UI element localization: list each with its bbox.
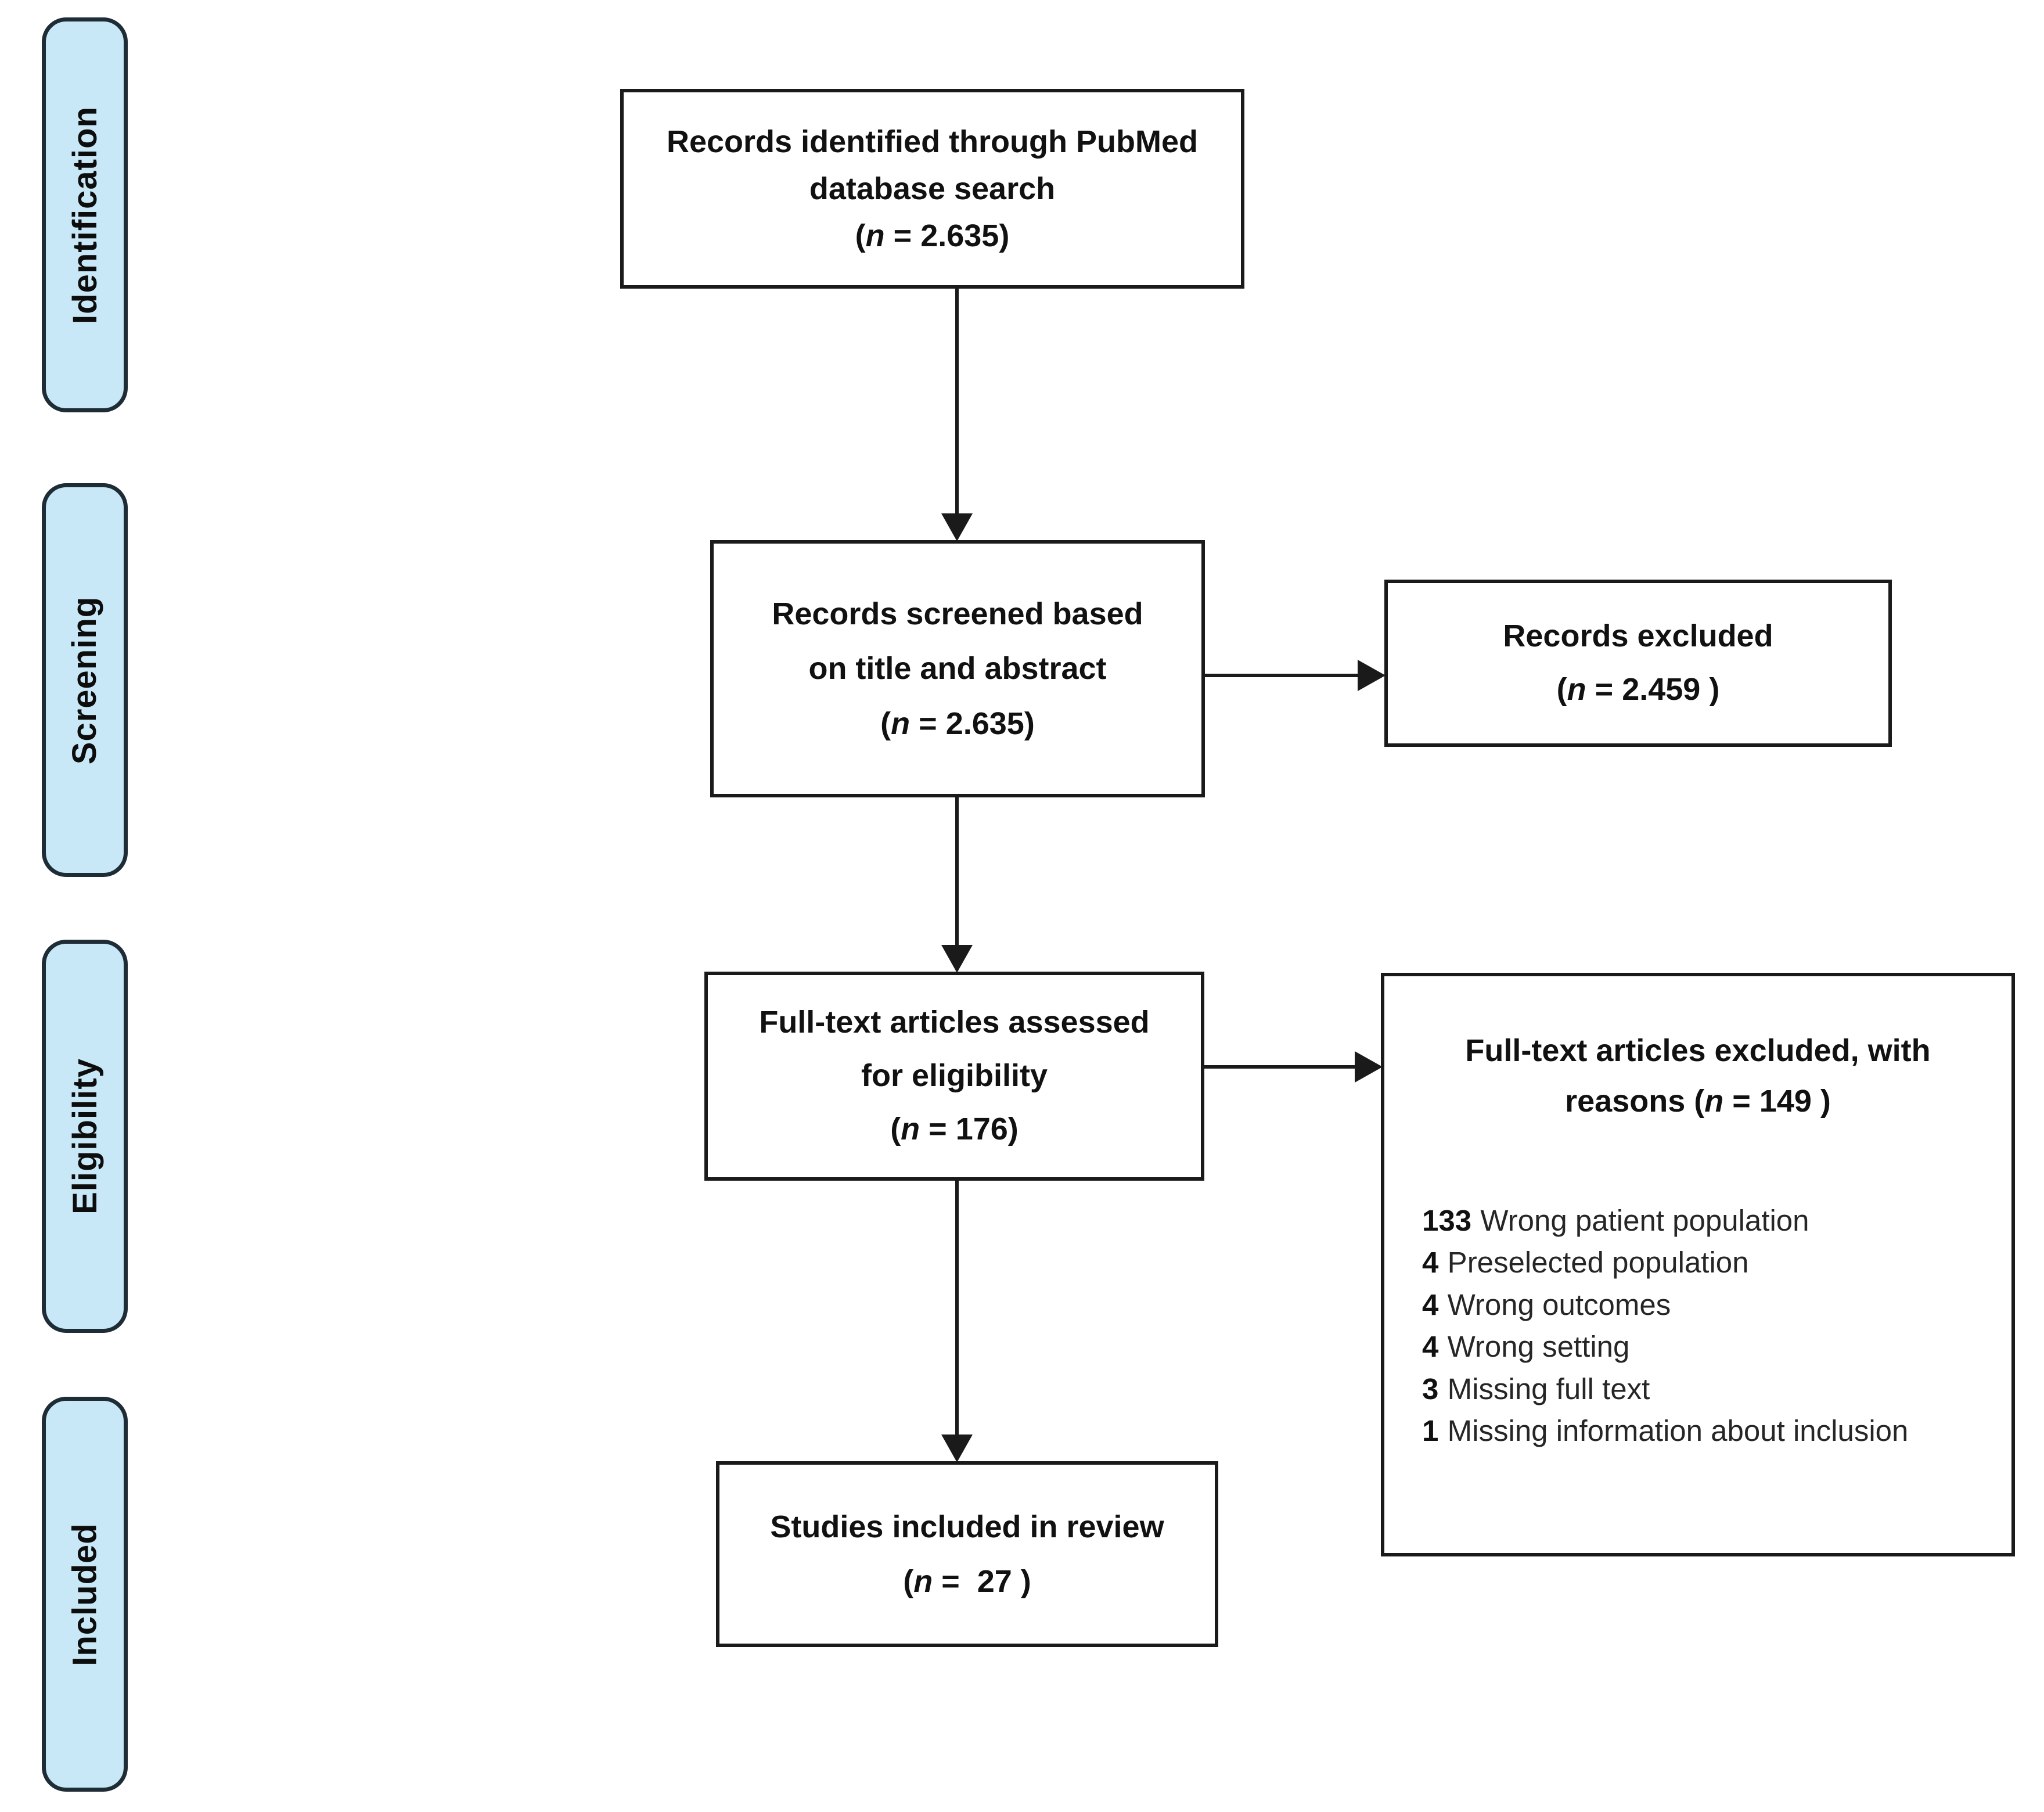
studies-included-count: (n = 27 ) [903,1564,1031,1599]
records-excluded-line1: Records excluded [1503,619,1773,654]
arrowhead-down-icon [941,945,973,973]
connector-screened-to-assessed [955,797,959,947]
stage-eligibility-label: Eligibility [66,1058,104,1214]
records-identified-box: Records identified through PubMed databa… [620,89,1244,289]
stage-included: Included [42,1397,128,1792]
studies-included-line1: Studies included in review [770,1509,1164,1544]
fulltext-excluded-header-line2: reasons (n = 149 ) [1565,1084,1831,1119]
records-screened-line1: Records screened based [772,596,1143,631]
stage-identification-label: Identification [66,106,104,324]
connector-screened-to-excluded [1205,674,1358,677]
fulltext-assessed-box: Full-text articles assessed for eligibil… [704,972,1204,1181]
records-screened-box: Records screened based on title and abst… [710,540,1205,797]
stage-identification: Identification [42,17,128,412]
records-screened-count: (n = 2.635) [880,706,1035,741]
arrowhead-right-icon [1355,1051,1383,1083]
connector-assessed-to-fulltext-excluded [1204,1065,1355,1069]
records-excluded-box: Records excluded (n = 2.459 ) [1384,580,1892,747]
arrowhead-down-icon [941,1435,973,1462]
fulltext-excluded-header-line1: Full-text articles excluded, with [1465,1033,1931,1068]
fulltext-assessed-line1: Full-text articles assessed [759,1005,1150,1040]
records-excluded-count: (n = 2.459 ) [1556,672,1720,707]
connector-identified-to-screened [955,289,959,515]
fulltext-assessed-count: (n = 176) [890,1111,1019,1146]
fulltext-excluded-box: Full-text articles excluded, with reason… [1381,973,2015,1556]
stage-screening-label: Screening [66,596,104,764]
stage-screening: Screening [42,483,128,877]
records-identified-line2: database search [809,171,1056,206]
arrowhead-right-icon [1358,660,1386,691]
fulltext-assessed-line2: for eligibility [861,1058,1048,1094]
connector-assessed-to-included [955,1181,959,1436]
studies-included-box: Studies included in review (n = 27 ) [716,1461,1218,1647]
stage-included-label: Included [66,1522,104,1666]
stage-eligibility: Eligibility [42,940,128,1333]
arrowhead-down-icon [941,513,973,541]
records-identified-line1: Records identified through PubMed [667,124,1198,159]
records-screened-line2: on title and abstract [808,651,1107,686]
records-identified-count: (n = 2.635) [855,218,1010,253]
